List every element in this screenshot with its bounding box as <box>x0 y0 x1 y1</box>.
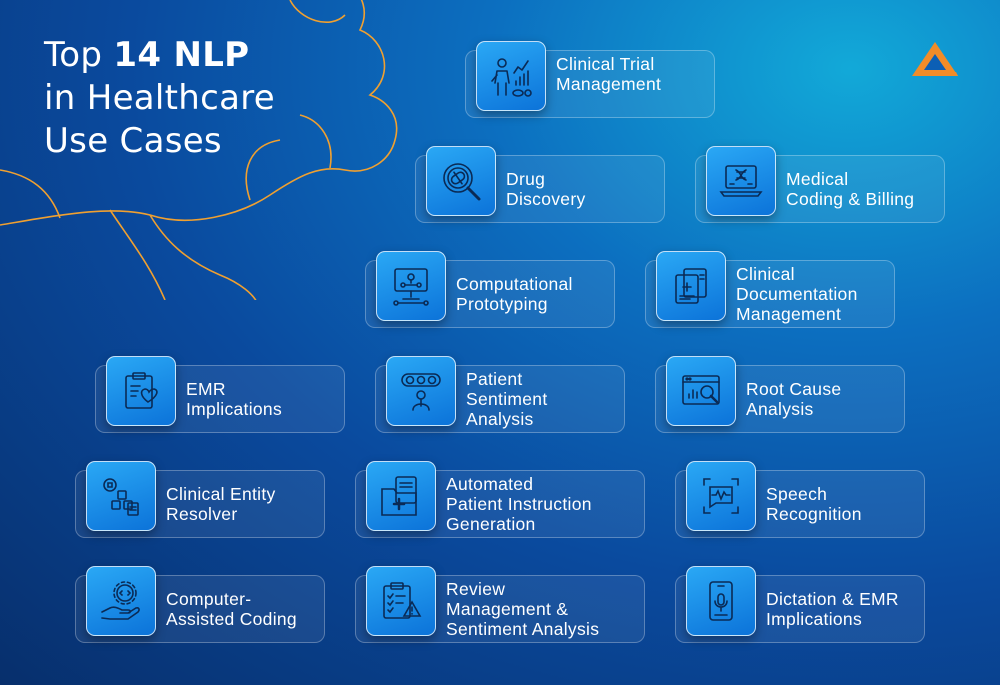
clipboard-warning-icon <box>366 566 436 636</box>
clipboard-heart-icon <box>106 356 176 426</box>
use-case-card-computer-assisted-coding: Computer- Assisted Coding <box>75 566 325 643</box>
title-line-1: Top 14 NLP <box>44 35 250 75</box>
researcher-chart-icon <box>476 41 546 111</box>
use-case-label: Drug Discovery <box>506 169 586 209</box>
use-case-label: Dictation & EMR Implications <box>766 589 899 629</box>
use-case-label: Speech Recognition <box>766 484 862 524</box>
use-case-label: Clinical Documentation Management <box>736 264 858 324</box>
title-line-2: in Healthcare <box>44 78 276 118</box>
use-case-card-patient-sentiment-analysis: Patient Sentiment Analysis <box>375 356 625 433</box>
use-case-card-clinical-entity-resolver: Clinical Entity Resolver <box>75 461 325 538</box>
entity-network-icon <box>86 461 156 531</box>
use-case-label: Medical Coding & Billing <box>786 169 915 209</box>
use-case-label: Root Cause Analysis <box>746 379 842 419</box>
phone-microphone-icon <box>686 566 756 636</box>
use-case-card-medical-coding-billing: Medical Coding & Billing <box>695 146 945 223</box>
use-case-card-clinical-documentation-management: Clinical Documentation Management <box>645 251 895 328</box>
use-case-label: Computational Prototyping <box>456 274 573 314</box>
page-title: Top 14 NLP in Healthcare Use Cases <box>44 34 275 163</box>
title-highlight: 14 NLP <box>113 35 250 75</box>
medical-documents-icon <box>656 251 726 321</box>
use-case-card-root-cause-analysis: Root Cause Analysis <box>655 356 905 433</box>
use-case-card-review-management-sentiment-analysis: Review Management & Sentiment Analysis <box>355 566 645 643</box>
use-case-label: Automated Patient Instruction Generation <box>446 474 592 534</box>
medical-folder-icon <box>366 461 436 531</box>
voice-waveform-icon <box>686 461 756 531</box>
use-case-label: Patient Sentiment Analysis <box>466 369 548 429</box>
use-case-card-computational-prototyping: Computational Prototyping <box>365 251 615 328</box>
monitor-network-icon <box>376 251 446 321</box>
laptop-code-icon <box>706 146 776 216</box>
use-case-card-emr-implications: EMR Implications <box>95 356 345 433</box>
brand-logo-icon <box>912 42 958 76</box>
hand-code-gear-icon <box>86 566 156 636</box>
use-case-label: Clinical Trial Management <box>556 54 662 94</box>
use-case-label: Clinical Entity Resolver <box>166 484 276 524</box>
emoji-feedback-icon <box>386 356 456 426</box>
use-case-card-dictation-emr-implications: Dictation & EMR Implications <box>675 566 925 643</box>
use-case-card-clinical-trial-management: Clinical Trial Management <box>465 41 715 118</box>
use-case-label: EMR Implications <box>186 379 282 419</box>
magnifier-pill-icon <box>426 146 496 216</box>
browser-analysis-icon <box>666 356 736 426</box>
use-case-label: Computer- Assisted Coding <box>166 589 297 629</box>
title-line-3: Use Cases <box>44 121 222 161</box>
use-case-card-speech-recognition: Speech Recognition <box>675 461 925 538</box>
use-case-card-automated-patient-instruction-generation: Automated Patient Instruction Generation <box>355 461 645 538</box>
use-case-card-drug-discovery: Drug Discovery <box>415 146 665 223</box>
brain-outline-decoration <box>0 0 398 300</box>
use-case-label: Review Management & Sentiment Analysis <box>446 579 600 639</box>
